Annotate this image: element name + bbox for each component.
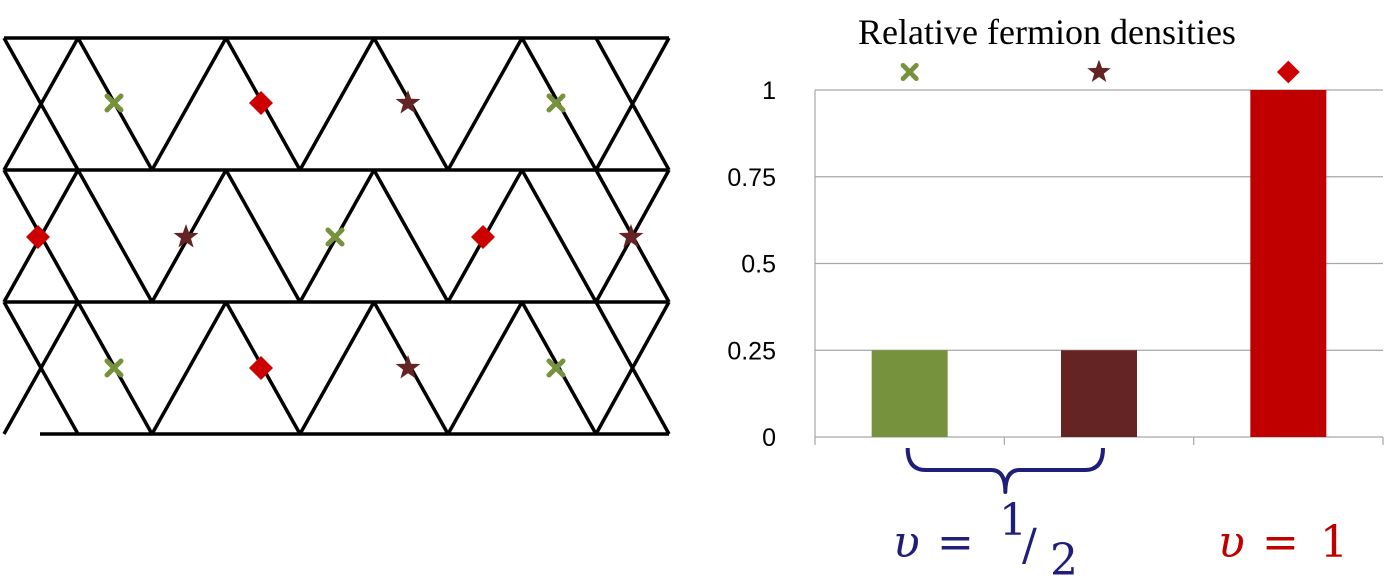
cross-stroke xyxy=(325,227,345,247)
star-marker xyxy=(173,224,199,248)
lattice-edge xyxy=(2,37,80,171)
chart-title: Relative fermion densities xyxy=(858,12,1236,52)
cross-stroke xyxy=(546,358,566,378)
lattice-edge xyxy=(76,169,154,303)
star-marker xyxy=(1087,59,1111,82)
bars xyxy=(871,90,1327,437)
filling-value: 1 xyxy=(1320,517,1348,568)
lattice-edge xyxy=(520,169,598,303)
cross-marker xyxy=(546,358,566,378)
cross-marker xyxy=(104,93,124,113)
lattice-edge xyxy=(446,301,524,435)
lattice-edge xyxy=(298,301,376,435)
diamond-marker xyxy=(249,91,273,115)
bar-star xyxy=(1061,350,1137,437)
lattice-edge xyxy=(594,301,671,435)
curly-brace xyxy=(905,447,1105,494)
cross-stroke xyxy=(104,358,124,378)
diamond-marker xyxy=(26,225,50,249)
lattice-edge xyxy=(594,37,671,171)
bar-chart: Relative fermion densities 0 0.25 0.5 0.75 1… xyxy=(727,12,1384,585)
y-tick-label: 0.25 xyxy=(727,337,776,365)
y-axis-ticks: 0 0.25 0.5 0.75 1 xyxy=(727,77,776,452)
nu-symbol: υ xyxy=(893,517,920,568)
cross-marker xyxy=(900,62,919,82)
y-tick-label: 0.75 xyxy=(727,164,776,192)
diamond-marker xyxy=(249,356,273,380)
cross-marker xyxy=(104,358,124,378)
cross-stroke xyxy=(104,93,124,113)
diamond-marker xyxy=(1276,60,1300,84)
y-tick-label: 0 xyxy=(762,424,776,452)
bar-markers xyxy=(900,59,1300,84)
equals-sign: = xyxy=(937,517,974,568)
lattice-edge xyxy=(372,169,450,303)
cross-marker xyxy=(325,227,345,247)
fraction-numerator: 1 xyxy=(999,495,1027,546)
diamond-marker xyxy=(471,225,495,249)
fraction-slash: / xyxy=(1022,520,1037,571)
bar-cross xyxy=(871,350,948,437)
y-tick-label: 1 xyxy=(762,77,776,105)
y-tick-label: 0.5 xyxy=(741,251,776,279)
lattice-edge xyxy=(298,37,376,171)
fraction-denominator: 2 xyxy=(1050,535,1078,585)
lattice-markers xyxy=(26,90,644,380)
lattice-edge xyxy=(224,169,302,303)
lattice-edge xyxy=(150,37,228,171)
star-marker xyxy=(395,355,421,379)
equals-sign: = xyxy=(1262,517,1299,568)
bar-diamond xyxy=(1250,90,1327,437)
nu-symbol: υ xyxy=(1218,517,1245,568)
lattice-edge xyxy=(150,301,228,435)
lattice-edge xyxy=(446,37,524,171)
star-marker xyxy=(395,90,421,114)
star-marker xyxy=(618,224,644,248)
cross-marker xyxy=(546,93,566,113)
lattice-edge xyxy=(2,301,80,435)
cross-stroke xyxy=(546,93,566,113)
cross-stroke xyxy=(900,62,919,82)
